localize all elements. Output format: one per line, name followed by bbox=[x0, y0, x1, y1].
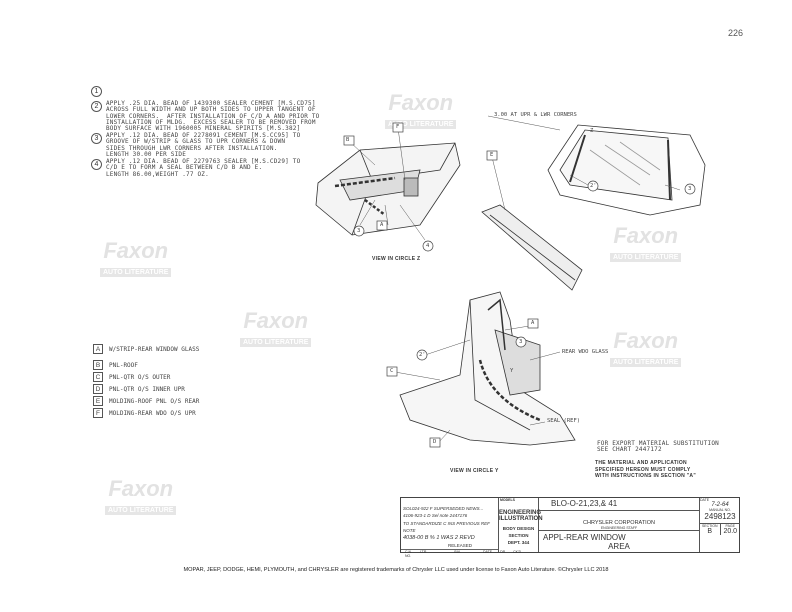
page: 20.0 bbox=[723, 528, 738, 535]
legend-key: E bbox=[93, 396, 103, 406]
note-2: 2 APPLY .25 DIA. BEAD OF 1439300 SEALER C… bbox=[91, 100, 320, 133]
callout-e: E bbox=[490, 152, 494, 158]
footer-trademark: MOPAR, JEEP, DODGE, HEMI, PLYMOUTH, and … bbox=[183, 567, 609, 573]
legend-item: D PNL-QTR O/S INNER UPR bbox=[93, 383, 199, 395]
note-text: APPLY .25 DIA. BEAD OF 1439300 SEALER CE… bbox=[106, 100, 320, 133]
drawing-title: APPL-REAR WINDOW bbox=[539, 530, 699, 542]
revision-row: 4038-00 B % 1 WAS 2 REVD bbox=[403, 534, 475, 541]
callout-4: 4 bbox=[426, 243, 430, 249]
legend-key: D bbox=[93, 384, 103, 394]
revision-row: 4106-923-1 D Sel note 2447176 bbox=[403, 513, 468, 519]
legend-label: W/STRIP-REAR WINDOW GLASS bbox=[109, 345, 200, 353]
legend-key: B bbox=[93, 360, 103, 370]
corners-note: 3.00 AT UPR & LWR CORNERS bbox=[494, 112, 577, 118]
note-1: 1 bbox=[91, 78, 102, 97]
legend-key: A bbox=[93, 344, 103, 354]
engineering-illustration-block: MODELS ENGINEERING ILLUSTRATION BODY DES… bbox=[499, 498, 543, 552]
callout-f: F bbox=[396, 124, 400, 130]
revision-block: SOL024-922 F SUPERSEDED NEWS... 4106-923… bbox=[401, 498, 521, 558]
roof-panel-assembly-drawing bbox=[315, 142, 461, 236]
material-note: THE MATERIAL AND APPLICATION SPECIFIED H… bbox=[595, 460, 697, 479]
view-y-label: VIEW IN CIRCLE Y bbox=[450, 468, 499, 474]
rear-window-glass-label: REAR WDO GLASS bbox=[562, 349, 609, 355]
export-note: FOR EXPORT MATERIAL SUBSTITUTION SEE CHA… bbox=[597, 440, 719, 454]
note-number: 1 bbox=[91, 86, 102, 97]
callout-3: 3 bbox=[357, 228, 361, 234]
legend-item: B PNL-ROOF bbox=[93, 359, 199, 371]
title-block: SOL024-922 F SUPERSEDED NEWS... 4106-923… bbox=[400, 497, 740, 558]
callout-2-prime: 2' bbox=[590, 183, 597, 189]
note-text: APPLY .12 DIA. BEAD OF 2279763 SEALER [M… bbox=[106, 158, 301, 178]
note-number: 3 bbox=[91, 133, 102, 144]
legend-label: PNL-QTR O/S OUTER bbox=[109, 373, 171, 381]
callout-c: C bbox=[390, 368, 394, 374]
callout-3: 3 bbox=[688, 186, 692, 192]
revision-row: SOL024-922 F SUPERSEDED NEWS... bbox=[403, 506, 484, 511]
models: BLO-O-21,23,& 41 bbox=[551, 499, 618, 508]
manual-number: 2498123 bbox=[704, 512, 736, 521]
revision-row: TO STANDARDIZE C INS PREVIOUS REF NOTE bbox=[403, 520, 490, 534]
callout-3: 3 bbox=[519, 339, 523, 345]
parts-legend: A W/STRIP-REAR WINDOW GLASS B PNL-ROOF C PN… bbox=[93, 343, 199, 419]
callout-a: A bbox=[380, 222, 384, 228]
page-number: 226 bbox=[728, 28, 744, 38]
view-z-label: VIEW IN CIRCLE Z bbox=[372, 256, 421, 262]
molding-drawing bbox=[481, 204, 583, 291]
note-4: 4 APPLY .12 DIA. BEAD OF 2279763 SEALER [… bbox=[91, 158, 301, 178]
legend-key: C bbox=[93, 372, 103, 382]
callout-y: Y bbox=[510, 368, 514, 374]
legend-label: PNL-ROOF bbox=[109, 361, 138, 369]
date: 7-2-64 bbox=[711, 502, 729, 508]
circle-y-detail-drawing bbox=[399, 291, 576, 446]
legend-item: A W/STRIP-REAR WINDOW GLASS bbox=[93, 343, 199, 355]
company-block: CHRYSLER CORPORATION ENGINEERING STAFF A… bbox=[539, 510, 699, 552]
callout-markers bbox=[343, 122, 696, 448]
leader-lines bbox=[349, 115, 681, 444]
callout-2-prime: 2' bbox=[419, 352, 426, 358]
callout-b: B bbox=[346, 137, 350, 143]
circle-z-detail-drawing bbox=[547, 124, 706, 216]
callout-a: A bbox=[531, 320, 535, 326]
note-number: 4 bbox=[91, 159, 102, 170]
legend-label: MOLDING-ROOF PNL O/S REAR bbox=[109, 397, 200, 405]
drawing-title-2: AREA bbox=[608, 542, 630, 551]
legend-label: MOLDING-REAR WDO O/S UPR bbox=[109, 409, 196, 417]
note-number: 2 bbox=[91, 101, 102, 112]
callout-d: D bbox=[433, 439, 437, 445]
note-3: 3 APPLY .12 DIA. BEAD OF 2278091 CEMENT [… bbox=[91, 132, 301, 158]
legend-item: F MOLDING-REAR WDO O/S UPR bbox=[93, 407, 199, 419]
legend-item: E MOLDING-ROOF PNL O/S REAR bbox=[93, 395, 199, 407]
legend-label: PNL-QTR O/S INNER UPR bbox=[109, 385, 185, 393]
callout-z: Z bbox=[590, 128, 594, 134]
legend-item: C PNL-QTR O/S OUTER bbox=[93, 371, 199, 383]
section: B bbox=[707, 528, 713, 535]
legend-key: F bbox=[93, 408, 103, 418]
note-text: APPLY .12 DIA. BEAD OF 2278091 CEMENT [M… bbox=[106, 132, 301, 158]
seal-ref-label: SEAL (REF) bbox=[547, 418, 581, 424]
released-stamp: RELEASED bbox=[447, 543, 472, 549]
